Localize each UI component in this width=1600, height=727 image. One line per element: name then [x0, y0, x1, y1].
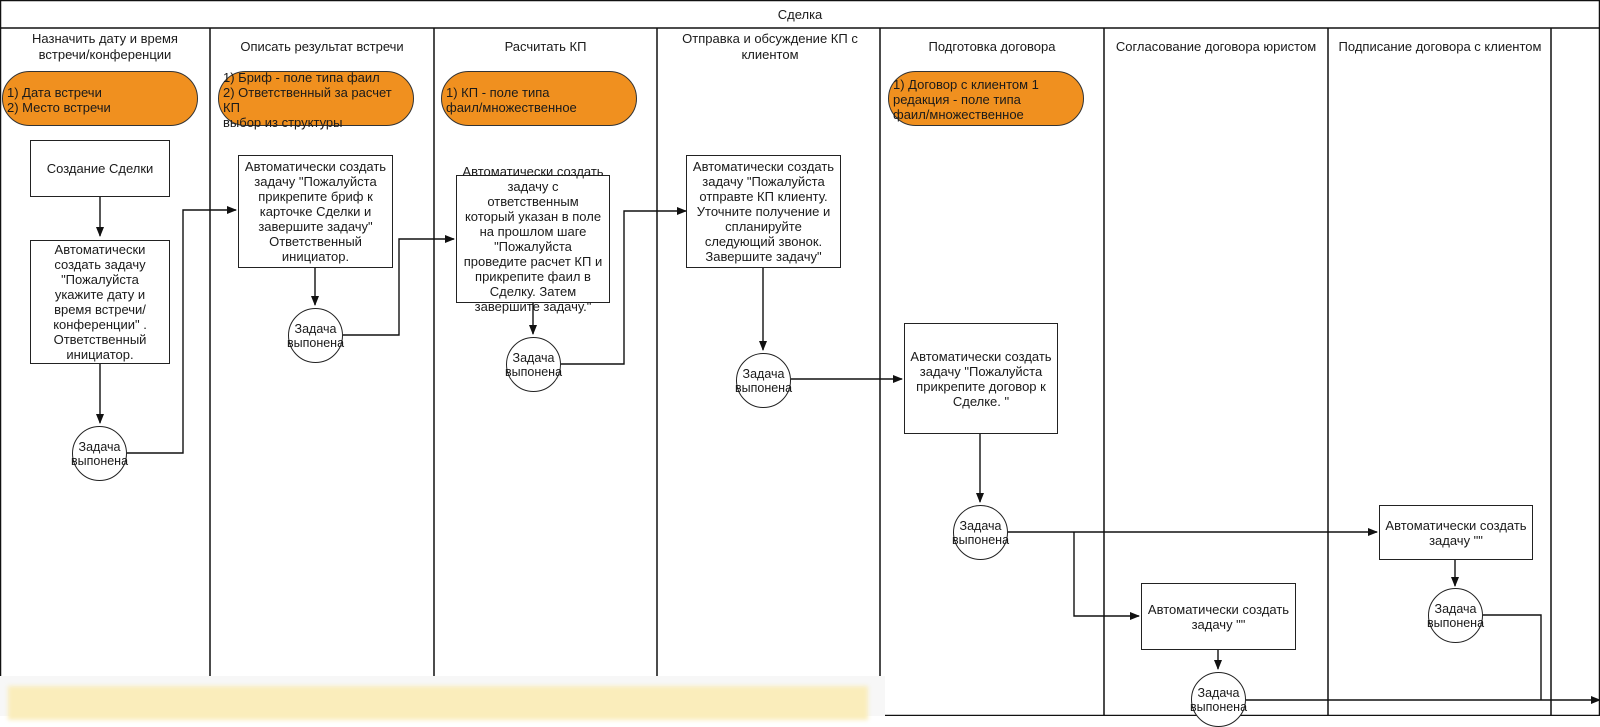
task-attach-contract: Автоматически создать задачу "Пожалуйста…: [904, 323, 1058, 434]
task-send-offer: Автоматически создать задачу "Пожалуйста…: [686, 155, 841, 268]
edge-done2-to-task3: [343, 235, 455, 336]
lane-title-schedule-meeting: Назначить дату и время встречи/конференц…: [32, 31, 178, 62]
event-task-done-3: Задача выпонена: [505, 337, 562, 392]
lane-title-legal-review: Согласование договора юристом: [1115, 39, 1317, 54]
event-task-done-1: Задача выпонена: [71, 426, 128, 481]
lane-title-calc-offer: Расчитать КП: [504, 39, 587, 54]
lane-title-contract-signing: Подписание договора с клиентом: [1338, 39, 1542, 54]
task-set-meeting-date: Автоматически создать задачу "Пожалуйста…: [30, 240, 170, 364]
edge-done7-out: [1483, 614, 1542, 700]
event-task-done-7: Задача выпонена: [1427, 588, 1484, 643]
event-task-done-4: Задача выпонена: [735, 353, 792, 408]
edge-done1-to-task2: [127, 206, 237, 454]
connectors: [96, 197, 1600, 704]
task-attach-brief: Автоматически создать задачу "Пожалуйста…: [238, 155, 393, 268]
lane-title-contract-prep: Подготовка договора: [928, 39, 1056, 54]
event-task-done-5: Задача выпонена: [952, 505, 1009, 560]
event-task-done-6: Задача выпонена: [1190, 672, 1247, 727]
task-calculate-offer: Автоматически создать задачу с ответстве…: [456, 164, 610, 314]
task-create-deal: Создание Сделки: [30, 140, 170, 197]
edge-done5-to-task6: [1073, 532, 1140, 620]
note-offer-fields: 1) КП - поле типа фаил/множественное: [441, 71, 637, 126]
task-contract-signing: Автоматически создать задачу "": [1379, 505, 1533, 560]
pool-title: Сделка: [777, 6, 823, 22]
note-meeting-fields: 1) Дата встречи 2) Место встречи: [2, 71, 198, 126]
note-contract-fields: 1) Договор с клиентом 1 редакция - поле …: [888, 71, 1084, 126]
lane-dividers: [209, 28, 1552, 716]
lane-title-meeting-result: Описать результат встречи: [240, 39, 404, 54]
task-legal-review: Автоматически создать задачу "": [1141, 583, 1296, 650]
note-brief-fields: 1) Бриф - поле типа фаил 2) Ответственны…: [218, 70, 414, 130]
event-task-done-2: Задача выпонена: [287, 308, 344, 363]
lane-title-send-offer: Отправка и обсуждение КП с клиентом: [682, 31, 858, 62]
blurred-overlay: [0, 676, 885, 720]
edge-done3-to-task4: [561, 207, 687, 365]
